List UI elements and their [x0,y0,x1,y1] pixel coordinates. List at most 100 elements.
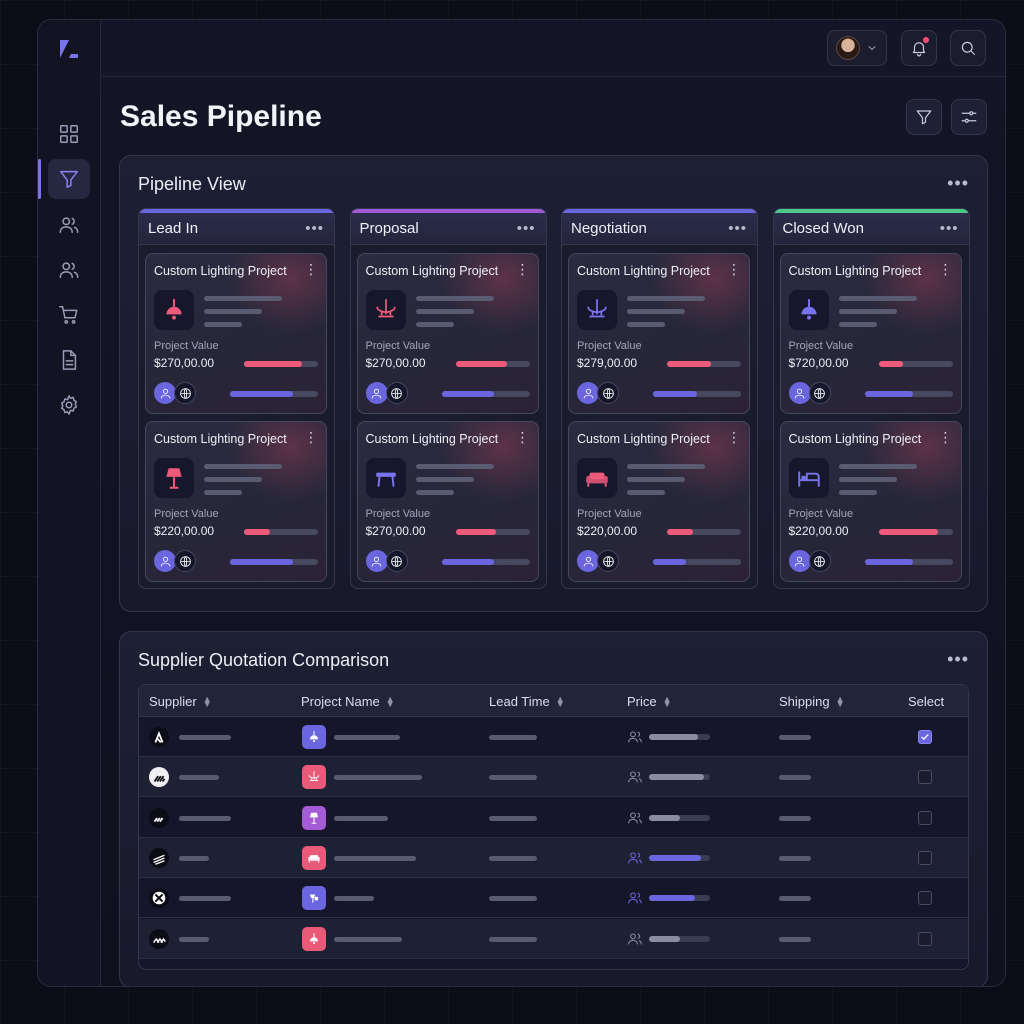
card-menu-button[interactable]: ⋮ [304,429,318,445]
card-menu-button[interactable]: ⋮ [304,261,318,277]
card-menu-button[interactable]: ⋮ [938,429,953,445]
sidebar [38,20,101,986]
card-menu-button[interactable]: ⋮ [938,261,953,277]
placeholder-line [415,490,454,495]
deal-card[interactable]: Custom Lighting Project ⋮ Project Value … [356,421,539,582]
column-more-button[interactable]: ••• [939,220,959,237]
card-menu-button[interactable]: ⋮ [515,429,530,445]
search-button[interactable] [950,30,986,66]
project-value-label: Project Value [577,340,642,352]
table-row[interactable] [139,918,968,959]
value-progress-bar [878,529,953,535]
card-menu-button[interactable]: ⋮ [727,429,741,445]
placeholder-line [415,296,494,301]
assignee-avatar[interactable] [154,382,176,404]
deal-card[interactable]: Custom Lighting Project ⋮ Project Value … [568,421,750,582]
sidebar-item-dashboard[interactable] [48,114,90,154]
notifications-button[interactable] [901,30,937,66]
users-icon [628,852,642,864]
deal-card[interactable]: Custom Lighting Project ⋮ Project Value … [568,253,750,414]
column-more-button[interactable]: ••• [305,220,324,237]
deal-card[interactable]: Custom Lighting Project ⋮ Project Value … [779,253,962,414]
card-thumbnail [154,290,194,330]
pendant-lamp-icon [309,731,319,743]
price-bar-fill [649,774,704,781]
price-bar-fill [649,935,680,942]
shipping-placeholder [779,936,811,942]
table-row[interactable] [139,878,968,919]
select-checkbox[interactable] [918,810,932,825]
card-thumbnail [365,458,406,498]
globe-avatar[interactable] [808,550,831,572]
pendant-lamp-icon [800,299,817,320]
placeholder-line [204,309,262,314]
table-row[interactable] [139,837,968,878]
table-row[interactable] [139,798,968,838]
pipeline-more-button[interactable]: ••• [947,173,969,193]
quotes-more-button[interactable]: ••• [947,649,969,669]
deal-card[interactable]: Custom Lighting Project ⋮ Project Value … [356,253,539,414]
price-bar-fill [649,734,698,740]
stage-progress-bar [441,391,530,397]
assignee-avatar[interactable] [577,382,599,404]
globe-avatar[interactable] [597,550,619,572]
select-checkbox[interactable] [918,931,932,946]
col-supplier[interactable]: Supplier▲▼ [149,694,212,709]
sidebar-item-team[interactable] [48,250,90,290]
app-logo[interactable] [57,37,81,61]
col-lead-time[interactable]: Lead Time▲▼ [489,694,565,709]
supplier-name-placeholder [179,775,219,781]
select-checkbox[interactable] [918,891,932,906]
project-name-placeholder [334,855,416,861]
globe-avatar[interactable] [385,550,408,572]
adjustments-button[interactable] [951,99,987,135]
col-price[interactable]: Price▲▼ [627,694,672,709]
price-bar-fill [649,895,695,902]
globe-avatar[interactable] [597,382,619,404]
table-row[interactable] [139,757,968,798]
deal-card[interactable]: Custom Lighting Project ⋮ Project Value … [145,421,327,582]
sidebar-item-pipeline[interactable] [38,159,90,199]
assignee-avatar[interactable] [577,550,599,572]
deal-card[interactable]: Custom Lighting Project ⋮ Project Value … [779,421,962,582]
sidebar-item-documents[interactable] [48,340,90,380]
project-value-label: Project Value [788,340,854,352]
card-menu-button[interactable]: ⋮ [515,261,530,277]
assignee-avatar[interactable] [365,550,388,572]
globe-avatar[interactable] [808,382,831,404]
stage-progress-bar [230,391,318,397]
column-more-button[interactable]: ••• [728,220,747,237]
column-more-button[interactable]: ••• [516,220,536,237]
pipeline-column: Closed Won ••• Custom Lighting Project ⋮… [772,208,970,589]
slashes-logo [153,817,164,822]
shipping-placeholder [779,855,811,861]
placeholder-line [204,490,242,495]
globe-avatar[interactable] [174,550,196,572]
sidebar-item-settings[interactable] [48,385,90,425]
select-checkbox[interactable] [918,770,932,785]
globe-avatar[interactable] [174,382,196,404]
chandelier-icon [587,299,607,318]
assignee-avatar[interactable] [365,382,388,404]
assignee-avatar[interactable] [154,550,176,572]
assignee-avatar[interactable] [788,550,811,572]
placeholder-line [415,477,474,482]
placeholder-line [415,322,454,327]
deal-card[interactable]: Custom Lighting Project ⋮ Project Value … [145,253,327,414]
sidebar-item-orders[interactable] [48,295,90,335]
select-checkbox[interactable] [918,850,932,865]
table-row[interactable] [139,717,968,757]
sidebar-item-contacts[interactable] [48,205,90,245]
user-menu-button[interactable] [827,30,887,66]
assignee-avatar[interactable] [788,382,811,404]
filter-button[interactable] [906,99,942,135]
quotes-panel-title: Supplier Quotation Comparison [138,650,390,670]
globe-avatar[interactable] [385,382,408,404]
column-header: Closed Won ••• [773,209,969,245]
col-project[interactable]: Project Name▲▼ [301,694,395,709]
col-shipping[interactable]: Shipping▲▼ [779,694,845,709]
select-checkbox[interactable] [918,730,932,744]
card-title: Custom Lighting Project [154,432,287,446]
supplier-logo [149,767,169,788]
card-menu-button[interactable]: ⋮ [727,261,741,277]
